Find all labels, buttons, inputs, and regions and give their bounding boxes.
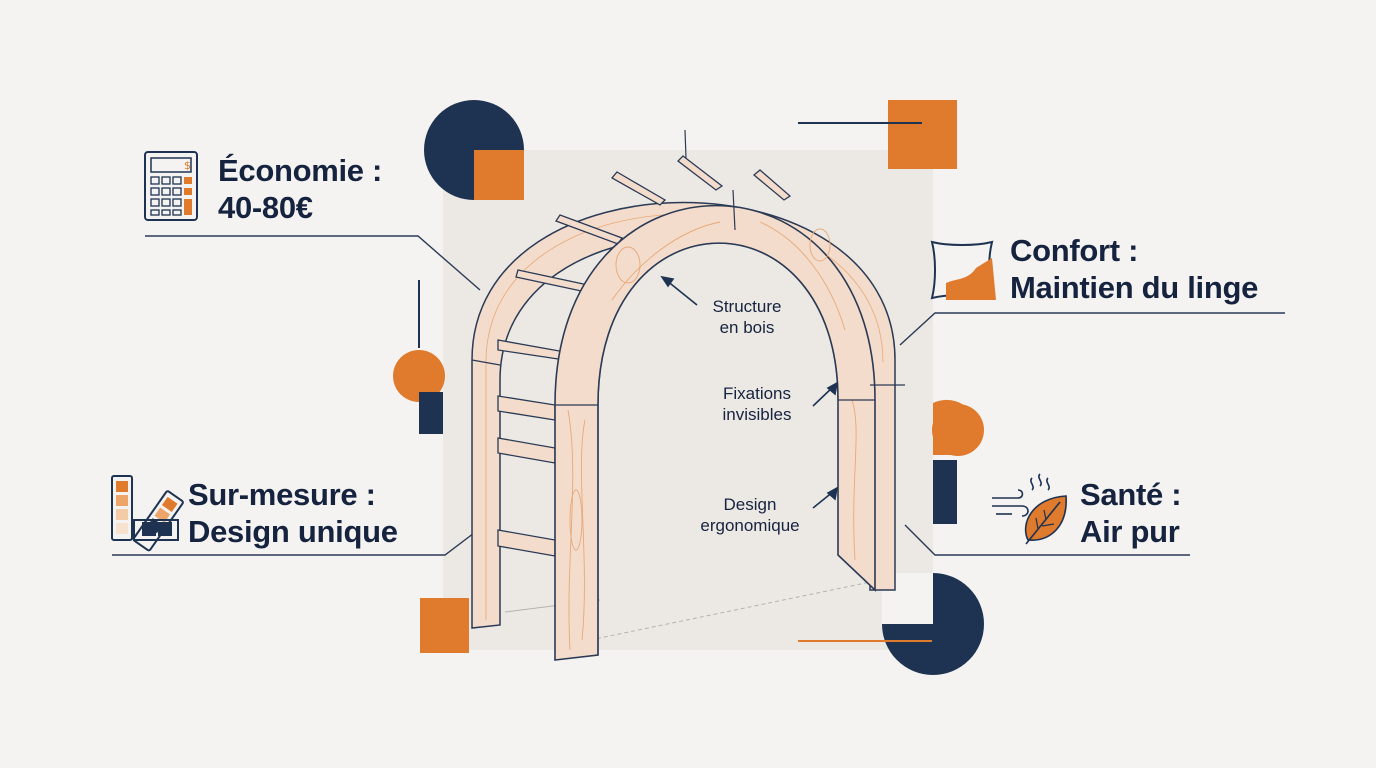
callout-confort-title: Confort :: [1010, 233, 1139, 268]
leaf-air-icon: [992, 473, 1067, 545]
callout-economie-title: Économie :: [218, 153, 383, 188]
decor-shapes: [393, 100, 984, 675]
annotation-design-line1: Design: [723, 495, 777, 514]
callout-confort: Confort : Maintien du linge: [1010, 232, 1258, 306]
callout-surmesure-detail: Design unique: [188, 514, 398, 550]
annotation-structure-line1: Structure: [712, 297, 782, 316]
calculator-icon: $: [144, 151, 198, 221]
wooden-arch: [471, 129, 905, 661]
annotation-fixations: Fixations invisibles: [707, 383, 807, 426]
callout-surmesure: Sur-mesure : Design unique: [188, 476, 398, 550]
annotation-fixations-line2: invisibles: [722, 405, 792, 425]
callout-sante-title: Santé :: [1080, 477, 1182, 512]
annotation-fixations-line1: Fixations: [722, 384, 792, 403]
callout-economie: Économie : 40-80€: [218, 152, 382, 226]
callout-surmesure-title: Sur-mesure :: [188, 477, 376, 512]
annotation-arrows: [660, 275, 839, 509]
annotation-design: Design ergonomique: [690, 494, 810, 537]
callout-confort-detail: Maintien du linge: [1010, 270, 1259, 306]
leader-lines: [112, 235, 1285, 556]
annotation-structure-line2: en bois: [719, 318, 775, 338]
annotation-design-line2: ergonomique: [700, 516, 800, 536]
pillow-icon: [930, 240, 996, 300]
color-swatch-icon: [111, 475, 184, 552]
svg-text:$: $: [184, 159, 191, 172]
annotation-structure: Structure en bois: [697, 296, 797, 339]
callout-economie-detail: 40-80€: [218, 190, 313, 226]
callout-sante: Santé : Air pur: [1080, 476, 1182, 550]
callout-sante-detail: Air pur: [1080, 514, 1180, 550]
